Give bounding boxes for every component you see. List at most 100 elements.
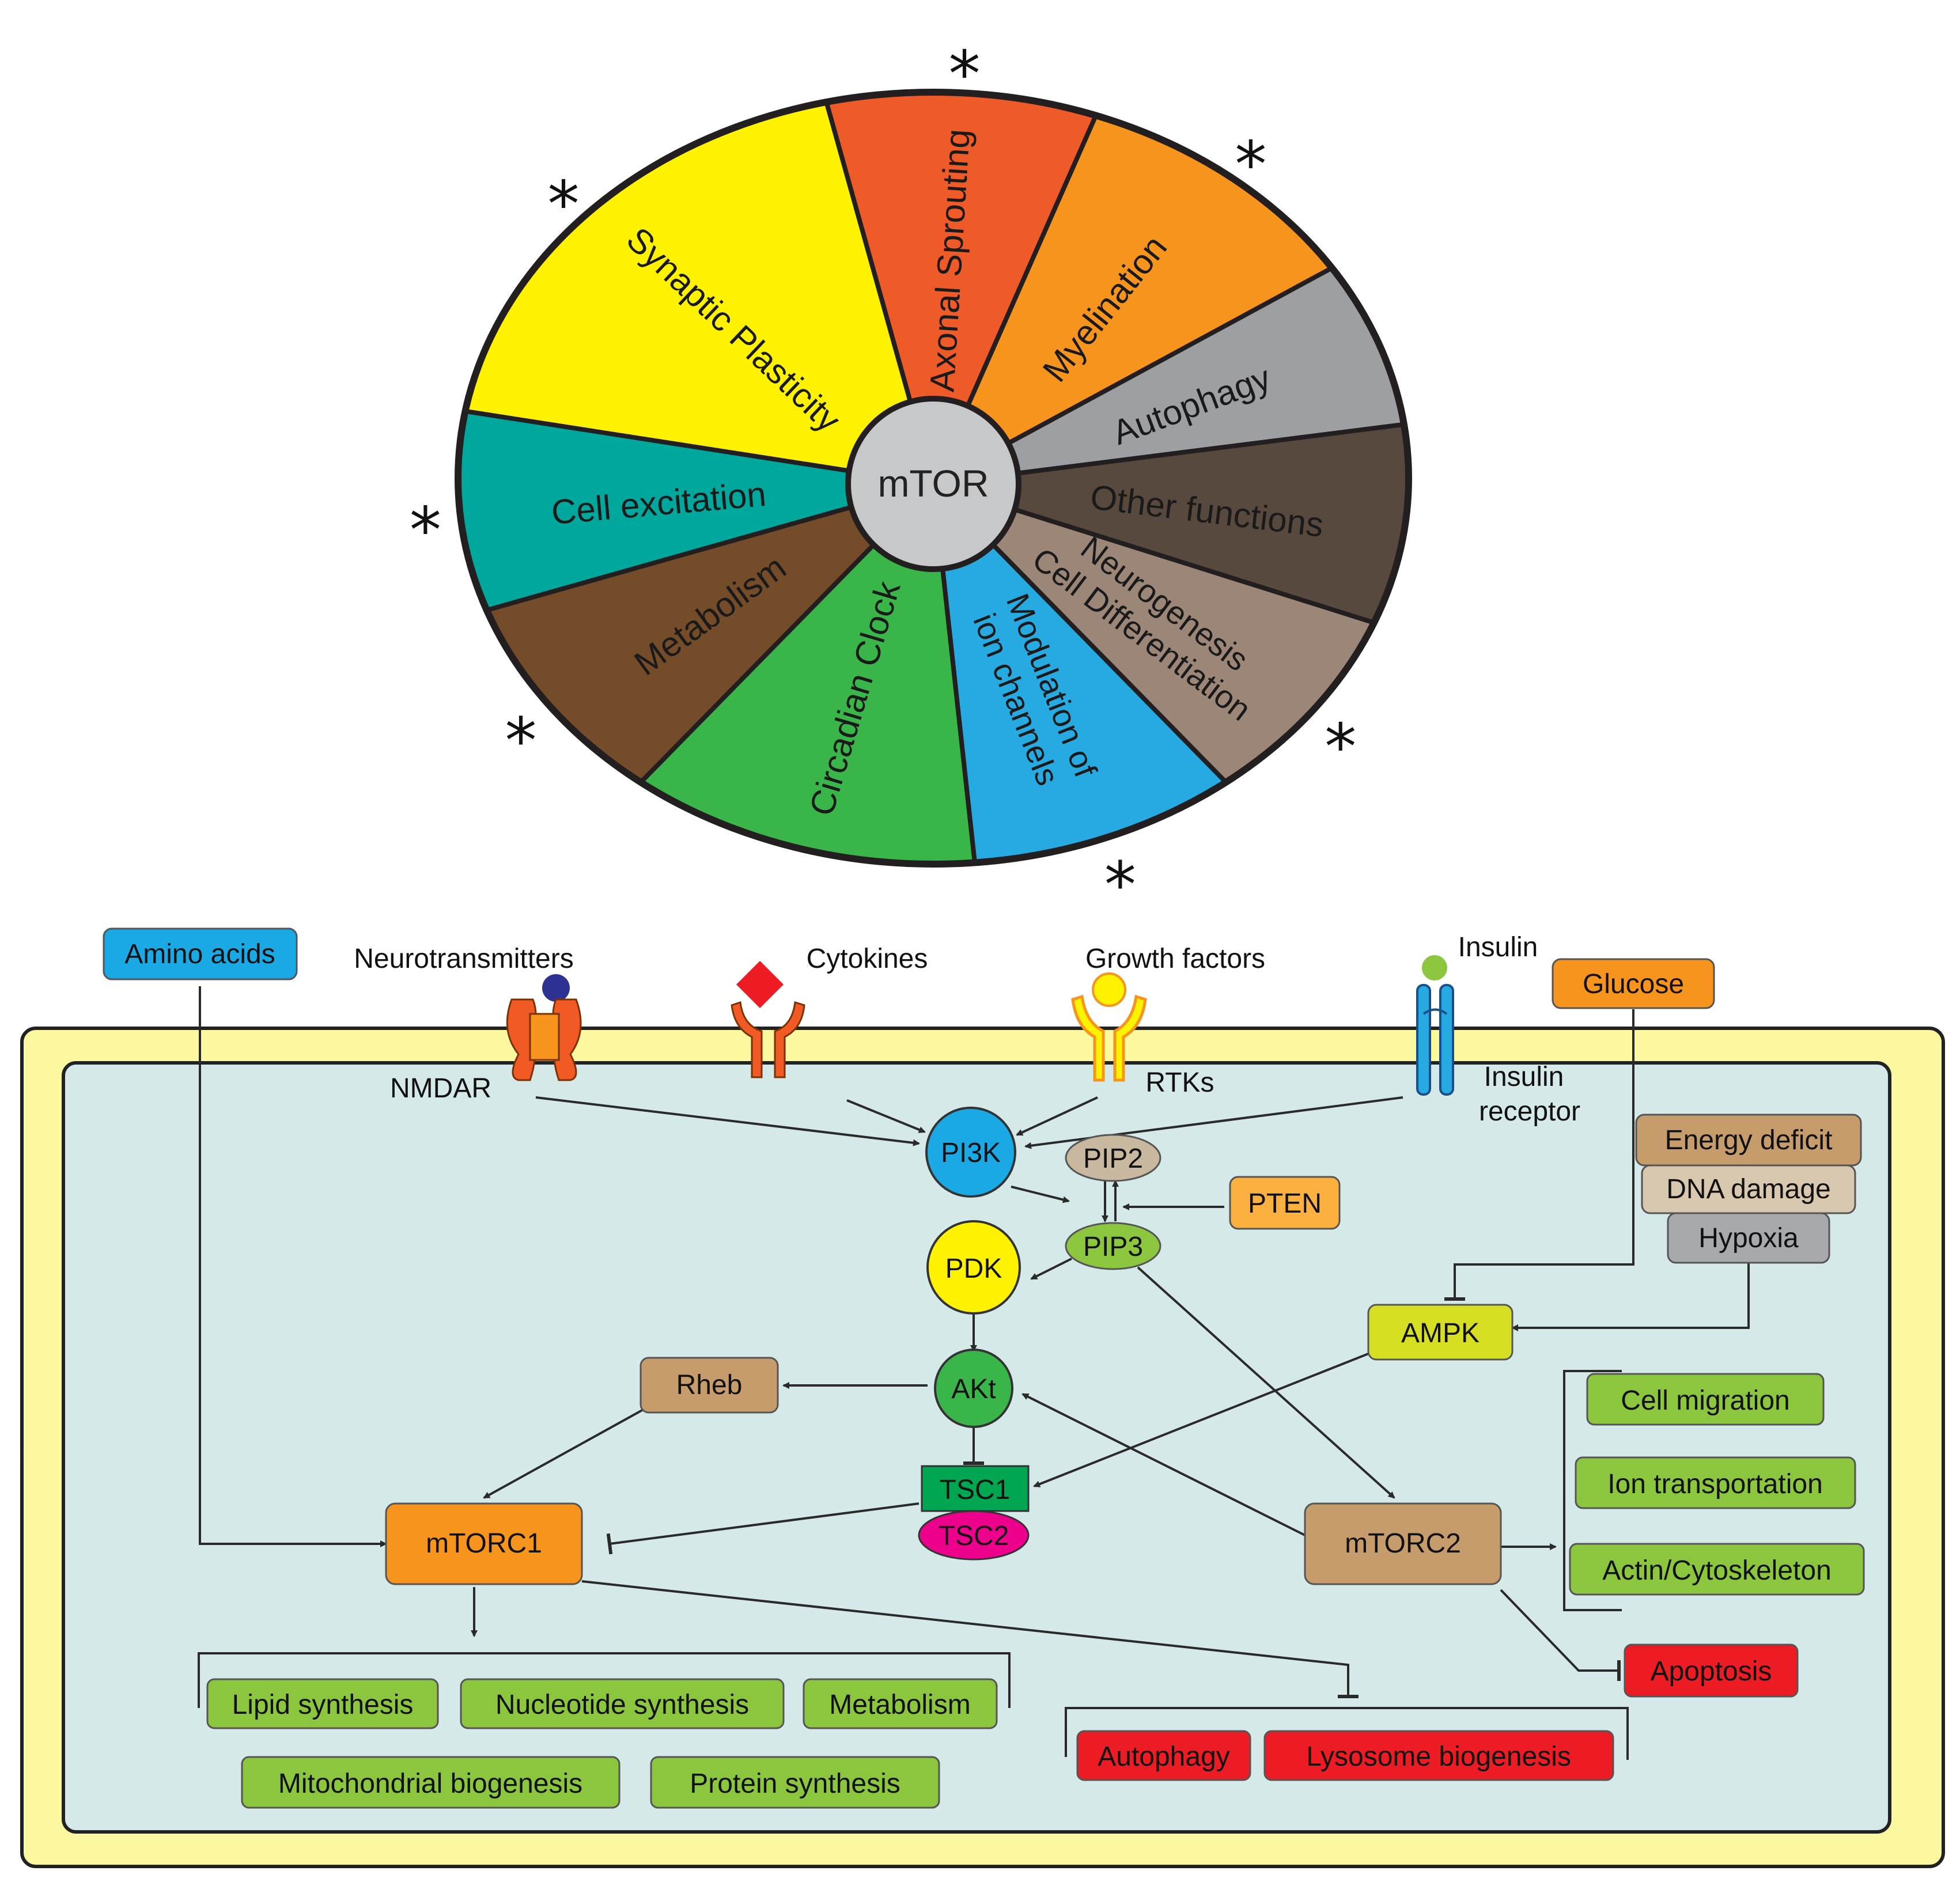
mtorc2-node	[1304, 1502, 1502, 1585]
pathway-edges	[198, 986, 1750, 1760]
inhibited-lysosome-label: Lysosome biogenesis	[1306, 1741, 1571, 1772]
wheel-star-axonal-sprouting: *	[949, 37, 981, 111]
output-protein-label: Protein synthesis	[690, 1769, 900, 1799]
edge-pip3-pdk	[1030, 1258, 1072, 1280]
pip2-node	[1065, 1134, 1161, 1182]
pten-node	[1229, 1176, 1341, 1230]
hypoxia-node	[1667, 1212, 1830, 1264]
wheel-star-metabolism: *	[505, 704, 537, 778]
mtorc1-node	[385, 1502, 583, 1585]
akt-node	[934, 1349, 1013, 1428]
insulin-receptor-label-2: receptor	[1479, 1096, 1580, 1127]
amino-acids-box	[103, 927, 298, 980]
insulin-receptor-label-1: Insulin	[1484, 1062, 1564, 1092]
inhibited-lysosome-box	[1263, 1730, 1614, 1781]
edge-ampk-tsc1	[1033, 1353, 1369, 1487]
output-mito-label: Mitochondrial biogenesis	[278, 1769, 582, 1799]
inhibited-autophagy-label: Autophagy	[1098, 1741, 1230, 1772]
pip3-node	[1065, 1222, 1161, 1270]
edge-nmdar-pi3k	[535, 1096, 920, 1146]
rheb-label: Rheb	[676, 1370, 743, 1400]
output-actin-label: Actin/Cytoskeleton	[1602, 1555, 1832, 1586]
pi3k-node	[925, 1107, 1016, 1198]
edge-mtorc2-akt	[1021, 1393, 1306, 1536]
edge-amino-mtorc1	[199, 986, 387, 1547]
output-nucleotide-box	[460, 1678, 785, 1729]
inhibited-apoptosis-box	[1624, 1644, 1799, 1698]
insulin-receptor-icon	[1416, 955, 1454, 1096]
nmdar-label: NMDAR	[390, 1073, 491, 1104]
glucose-label: Glucose	[1583, 969, 1684, 999]
output-migration-box	[1586, 1373, 1825, 1426]
wheel-star-neurogenesis: *	[1325, 710, 1356, 783]
bracket-mtorc1-outputs	[198, 1652, 1011, 1708]
akt-label: AKt	[951, 1374, 996, 1404]
tsc1-node	[921, 1465, 1030, 1512]
hypoxia-label: Hypoxia	[1698, 1223, 1799, 1254]
tsc1-label: TSC1	[940, 1475, 1011, 1505]
pathway-outputs: Lipid synthesis Nucleotide synthesis Met…	[206, 1373, 1865, 1809]
pi3k-label: PI3K	[941, 1138, 1001, 1168]
output-ion-label: Ion transportation	[1607, 1469, 1823, 1499]
nmdar-receptor-icon	[506, 974, 582, 1081]
wheel-hub-label: mTOR	[877, 462, 989, 505]
edge-glucose-ampk	[1444, 1009, 1634, 1301]
rtks-label: RTKs	[1145, 1067, 1214, 1098]
edge-hypoxia-ampk	[1511, 1263, 1750, 1331]
output-metabolism-box	[803, 1678, 998, 1729]
wheel-star-ion-channels: *	[1104, 848, 1136, 922]
pten-label: PTEN	[1248, 1188, 1322, 1219]
neurotransmitters-label: Neurotransmitters	[354, 944, 573, 974]
edge-pi3k-pip3	[1011, 1186, 1070, 1203]
ampk-label: AMPK	[1401, 1318, 1480, 1349]
edge-rheb-mtorc1	[483, 1407, 646, 1499]
mtorc1-label: mTORC1	[426, 1528, 542, 1559]
inhibited-autophagy-box	[1076, 1730, 1251, 1781]
rtk-receptor-icon	[1071, 972, 1147, 1082]
edge-rtk-pi3k	[1016, 1096, 1098, 1136]
cell	[20, 1027, 1945, 1868]
edge-mtorc1-autophagy	[581, 1580, 1359, 1698]
wheel-star-cell-excitation: *	[410, 494, 441, 567]
output-ion-box	[1575, 1456, 1856, 1509]
pdk-node	[926, 1220, 1021, 1315]
output-lipid-label: Lipid synthesis	[232, 1690, 414, 1720]
output-mito-box	[241, 1756, 620, 1809]
growth-factors-label: Growth factors	[1085, 944, 1265, 974]
wheel-star-synaptic-plasticity: *	[548, 168, 580, 241]
wheel-stars: * * * * * * *	[410, 37, 1356, 922]
wheel-hub	[845, 396, 1021, 572]
output-metabolism-label: Metabolism	[829, 1690, 970, 1720]
rheb-node	[640, 1357, 779, 1414]
glucose-box	[1552, 958, 1715, 1009]
output-actin-box	[1569, 1543, 1865, 1596]
bracket-autophagy	[1065, 1707, 1629, 1760]
inhibited-apoptosis-label: Apoptosis	[1651, 1656, 1772, 1687]
edge-pip3-mtorc2	[1137, 1266, 1395, 1499]
edge-mtorc2-apoptosis	[1500, 1589, 1621, 1681]
pathway-nodes: PI3K PIP2 PIP3 PTEN PDK AKt Rheb TSC2 TS…	[385, 1107, 1862, 1585]
bracket-mtorc2-outputs	[1563, 1370, 1622, 1611]
pip3-label: PIP3	[1083, 1232, 1143, 1262]
tsc2-label: TSC2	[939, 1521, 1009, 1551]
pdk-label: PDK	[945, 1254, 1002, 1284]
energy-deficit-label: Energy deficit	[1665, 1125, 1833, 1156]
edge-cytokine-pi3k	[846, 1099, 926, 1133]
output-protein-box	[650, 1756, 940, 1809]
dna-damage-label: DNA damage	[1666, 1174, 1831, 1205]
cell-cytoplasm	[62, 1061, 1891, 1834]
output-lipid-box	[206, 1678, 439, 1729]
pip2-label: PIP2	[1083, 1143, 1143, 1174]
insulin-label: Insulin	[1458, 932, 1538, 963]
mtorc2-label: mTORC2	[1345, 1528, 1461, 1559]
cytokines-label: Cytokines	[807, 944, 928, 974]
ampk-node	[1367, 1304, 1513, 1361]
amino-acids-label: Amino acids	[124, 939, 275, 970]
cytokine-receptor-icon	[731, 960, 805, 1078]
output-migration-label: Cell migration	[1621, 1385, 1789, 1416]
wheel-star-myelination: *	[1235, 128, 1266, 202]
edge-tsc-mtorc1	[606, 1502, 920, 1555]
output-nucleotide-label: Nucleotide synthesis	[495, 1690, 749, 1720]
